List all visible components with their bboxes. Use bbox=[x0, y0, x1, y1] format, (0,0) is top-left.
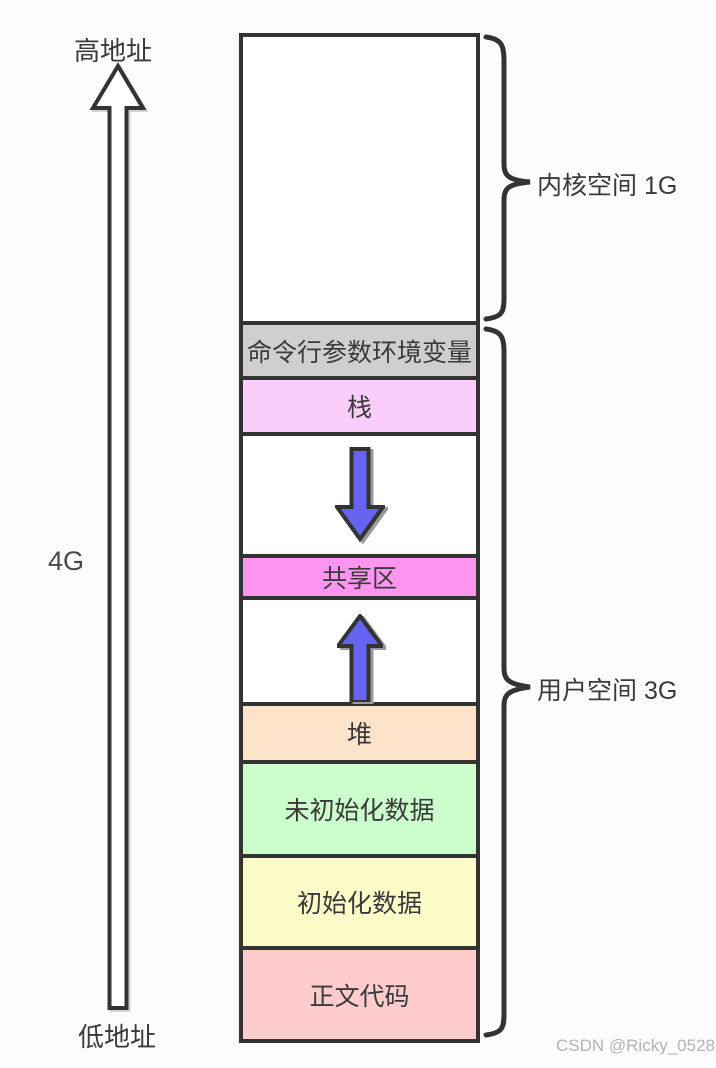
segment-cmdline-env: 命令行参数环境变量 bbox=[243, 325, 476, 380]
stack-growth-down-arrow-icon bbox=[334, 447, 385, 543]
user-space-brace-icon bbox=[483, 326, 531, 1038]
segment-uninitialized-data-label: 未初始化数据 bbox=[284, 797, 435, 825]
segment-shared-area-label: 共享区 bbox=[321, 565, 397, 593]
segment-stack-growth-gap bbox=[243, 436, 476, 558]
segment-heap-label: 堆 bbox=[346, 721, 372, 749]
segment-text-code-label: 正文代码 bbox=[309, 982, 410, 1011]
kernel-space-size-label: 内核空间 1G bbox=[537, 172, 678, 200]
high-address-label: 高地址 bbox=[74, 36, 153, 66]
segment-heap-growth-gap bbox=[243, 600, 476, 706]
watermark-text: CSDN @Ricky_0528 bbox=[556, 1036, 715, 1055]
low-address-label: 低地址 bbox=[78, 1022, 157, 1052]
segment-uninitialized-data: 未初始化数据 bbox=[243, 764, 476, 858]
segment-stack-label: 栈 bbox=[346, 394, 372, 422]
space-braces bbox=[483, 34, 531, 1038]
address-axis-up-arrow-icon bbox=[89, 62, 147, 1010]
kernel-space-brace-icon bbox=[483, 34, 531, 322]
address-space-size-label: 4G bbox=[48, 546, 85, 576]
segment-initialized-data-label: 初始化数据 bbox=[296, 890, 422, 918]
segment-initialized-data: 初始化数据 bbox=[243, 858, 476, 950]
memory-layout-column: 命令行参数环境变量 栈 共享区 堆 未初始化数据 初始化数据 正文代码 bbox=[239, 33, 480, 1043]
user-space-size-label: 用户空间 3G bbox=[537, 677, 678, 705]
segment-shared-area: 共享区 bbox=[243, 558, 476, 600]
segment-heap: 堆 bbox=[243, 706, 476, 764]
segment-stack: 栈 bbox=[243, 380, 476, 436]
segment-cmdline-env-label: 命令行参数环境变量 bbox=[246, 338, 472, 367]
heap-growth-up-arrow-icon bbox=[336, 614, 383, 702]
segment-text-code: 正文代码 bbox=[243, 950, 476, 1039]
segment-kernel-space bbox=[243, 37, 476, 325]
